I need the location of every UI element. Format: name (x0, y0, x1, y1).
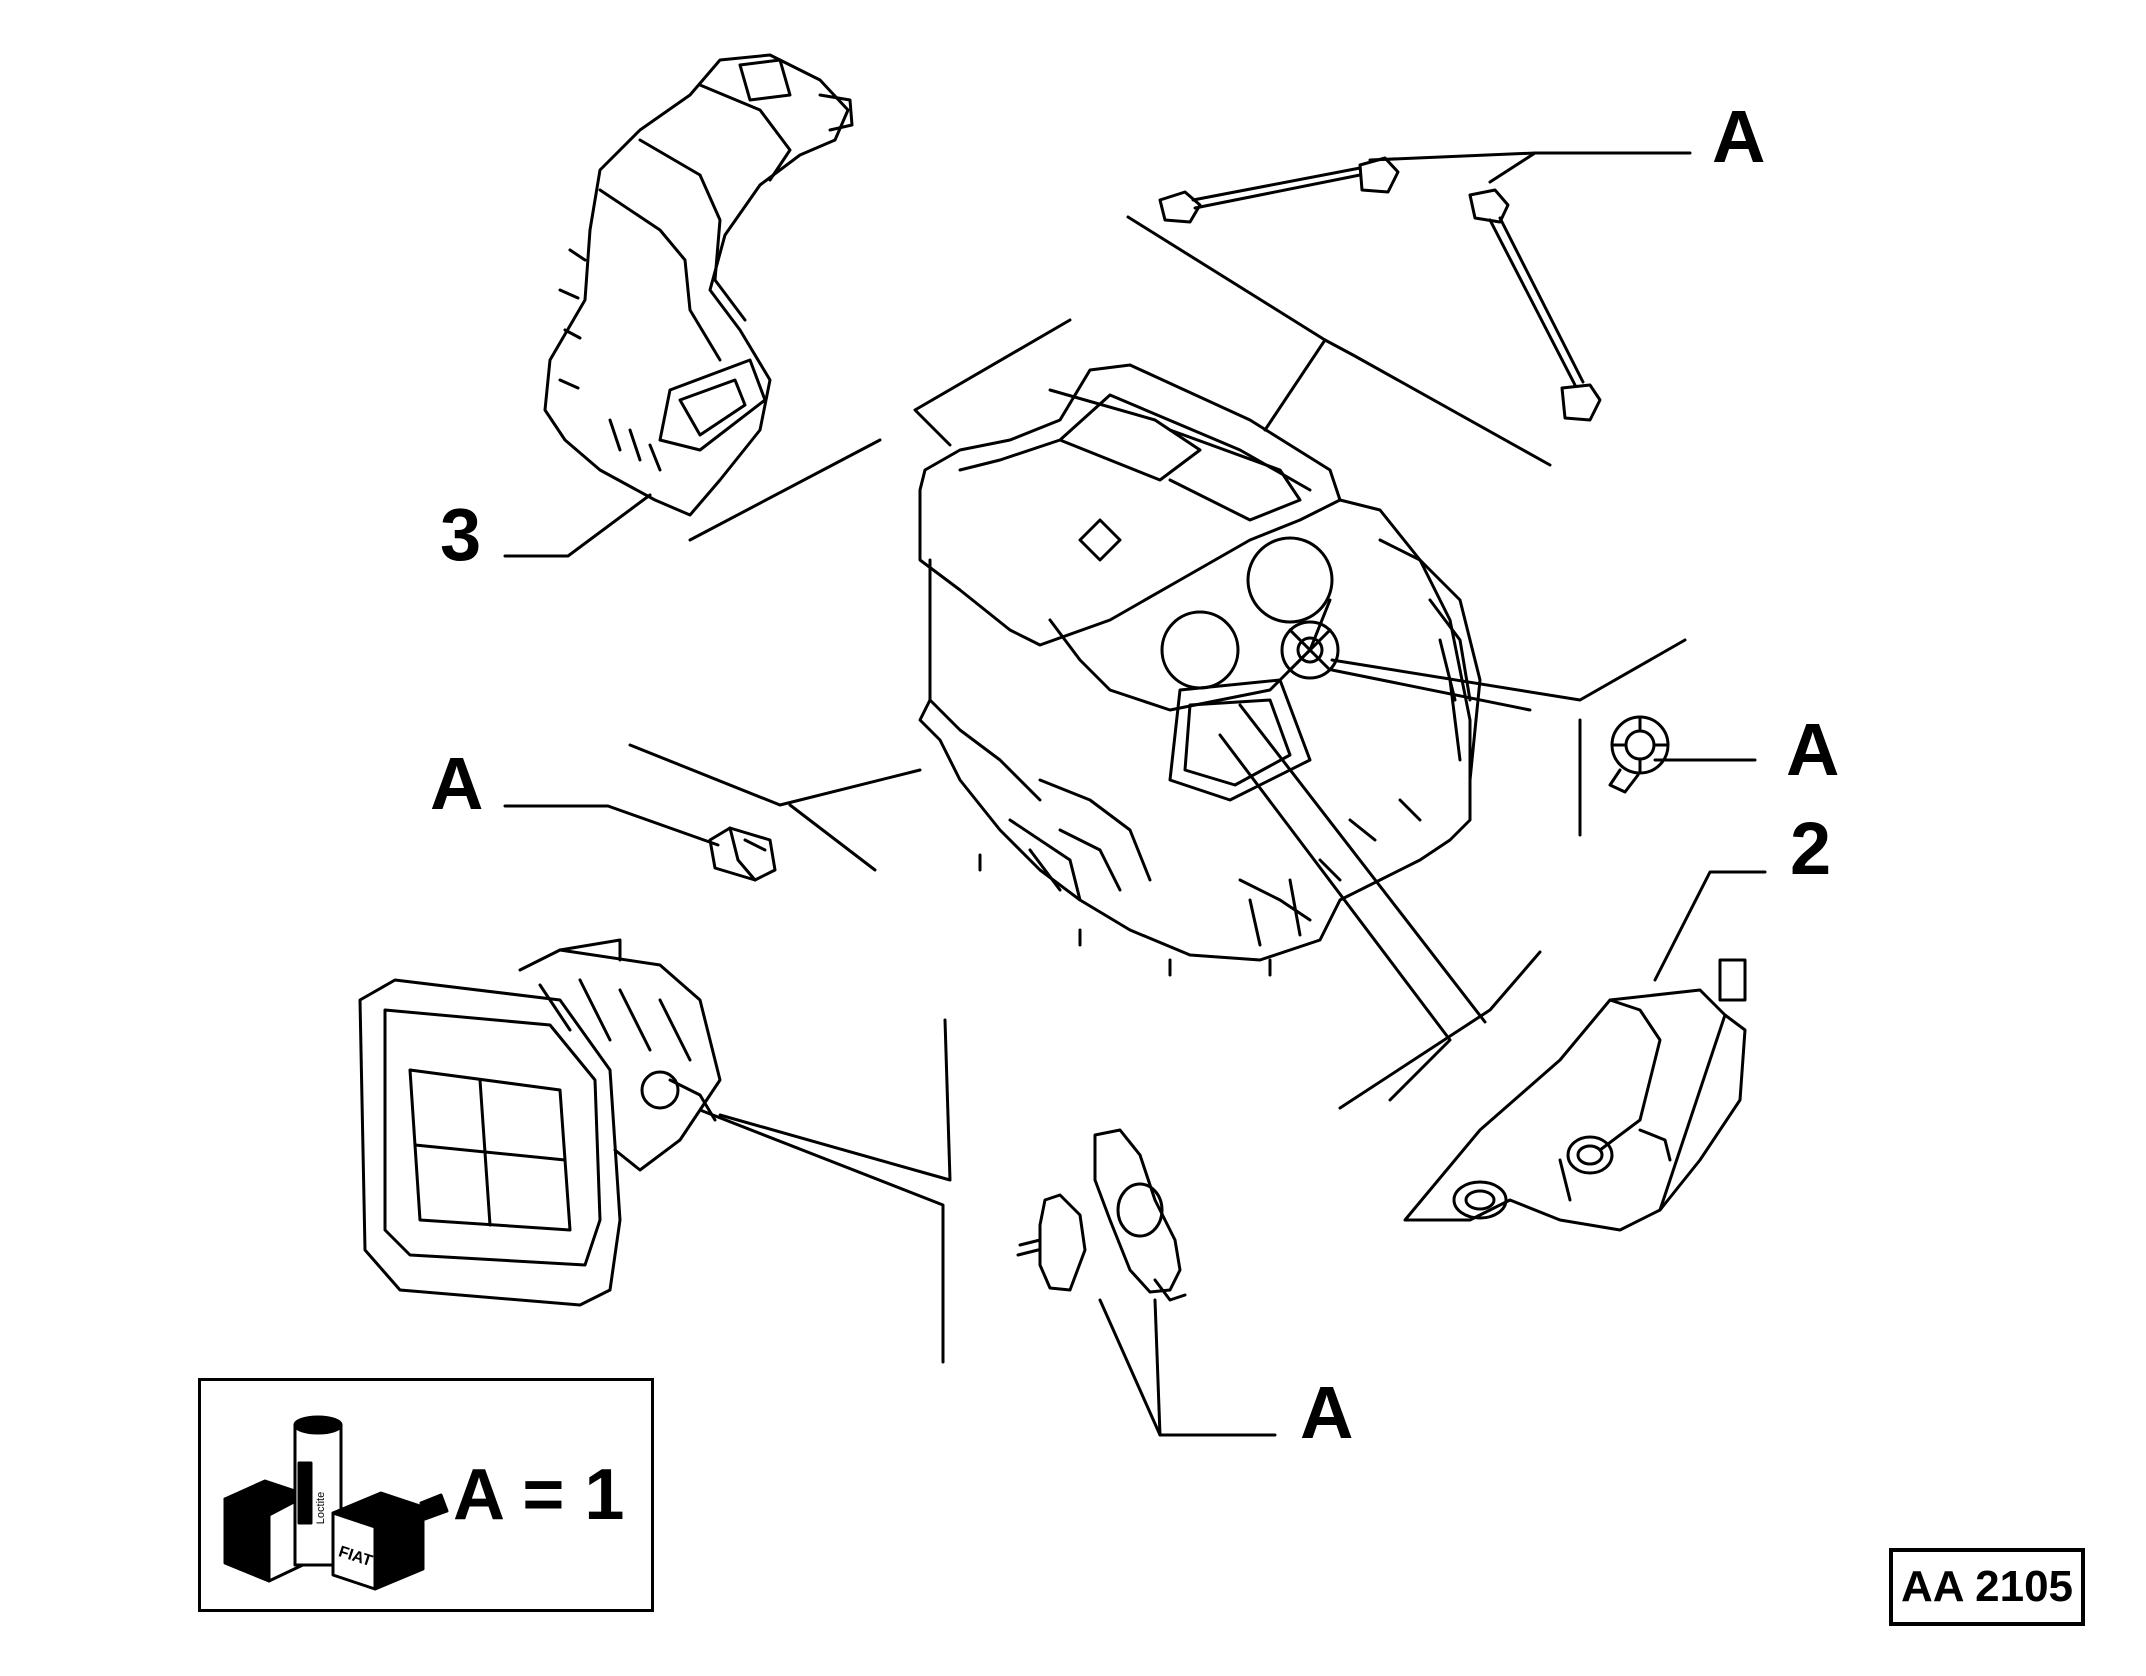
legend-label: A = 1 (453, 1455, 625, 1535)
callout-a-top-right: A (1712, 95, 1766, 178)
vent-outlet (358, 938, 722, 1307)
gear-actuator-a (1608, 715, 1670, 794)
callout-a-left-mid: A (430, 742, 484, 825)
callout-part-2: 2 (1790, 807, 1832, 890)
reference-code: AA 2105 (1900, 1562, 2074, 1611)
side-housing-part-2 (1403, 958, 1747, 1232)
can-lettering: Loctite (315, 1492, 327, 1524)
flap-parts-a (1016, 1128, 1187, 1302)
fiat-packaging-icon: Loctite FIAT (223, 1415, 449, 1591)
hvac-heater-box (918, 363, 1482, 977)
reference-code-box: AA 2105 (1889, 1548, 2085, 1626)
leader-lines (503, 151, 1767, 1437)
callout-a-right-mid: A (1786, 708, 1840, 791)
clip-a (708, 826, 777, 882)
callout-a-bottom: A (1300, 1371, 1354, 1454)
air-duct-part-3 (543, 53, 854, 517)
linkage-rods-a (1158, 156, 1602, 422)
callout-part-3: 3 (440, 493, 482, 576)
legend-box: Loctite FIAT A = 1 (198, 1378, 654, 1612)
gear-on-box (1280, 620, 1340, 680)
